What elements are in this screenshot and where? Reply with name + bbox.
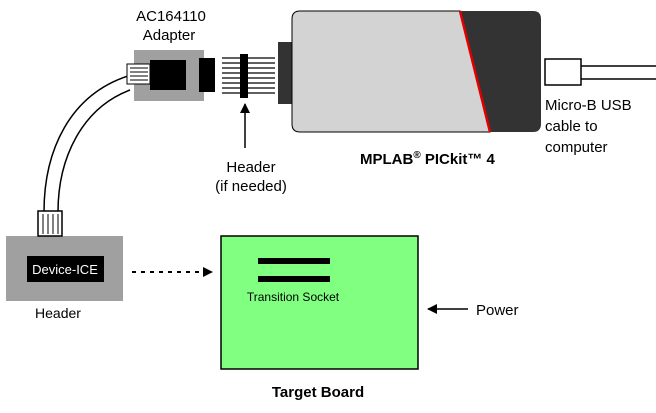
adapter-cable-plug — [126, 63, 151, 85]
power-label: Power — [476, 302, 519, 319]
adapter-socket — [150, 60, 186, 90]
pickit-label-suffix: PICkit™ 4 — [421, 151, 496, 168]
adapter-connector — [199, 58, 215, 92]
header-bottom-pins — [42, 214, 59, 234]
adapter-label-line1: AC164110 — [136, 8, 206, 25]
usb-label-line1: Micro-B USB — [545, 97, 632, 114]
device-ice-header-block: Device-ICE — [6, 210, 123, 301]
header-bottom-label: Header — [35, 305, 81, 321]
header-top-label-line1: Header — [226, 159, 275, 176]
pickit-front-connector — [278, 42, 294, 104]
header-top-label-line2: (if needed) — [215, 178, 287, 195]
pickit-end-cap — [460, 11, 541, 132]
target-board: Transition Socket — [220, 235, 419, 370]
adapter-plug-pins — [130, 67, 148, 81]
transition-socket-label: Transition Socket — [247, 290, 340, 304]
pickit-red-stripe — [458, 10, 492, 133]
pickit4-device — [278, 10, 541, 133]
target-board-label: Target Board — [272, 384, 364, 401]
usb-plug — [544, 58, 582, 86]
usb-cable — [544, 58, 656, 86]
pickit-label-prefix: MPLAB — [360, 151, 413, 168]
transition-socket-bar-top — [258, 258, 330, 264]
header-block — [240, 54, 248, 98]
pickit-label-reg: ® — [413, 150, 421, 161]
ac164110-adapter — [126, 50, 215, 101]
usb-label-line2: cable to — [545, 118, 598, 135]
device-ice-label-box — [27, 256, 104, 282]
ribbon-cable — [43, 75, 131, 213]
pickit-label: MPLAB® PICkit™ 4 — [360, 150, 496, 168]
adapter-label-line2: Adapter — [143, 27, 196, 44]
header-pins-top — [222, 54, 275, 98]
pickit-body — [291, 10, 491, 133]
device-ice-label: Device-ICE — [32, 262, 98, 277]
transition-socket-bar-bottom — [258, 276, 330, 282]
usb-label-line3: computer — [545, 139, 608, 156]
